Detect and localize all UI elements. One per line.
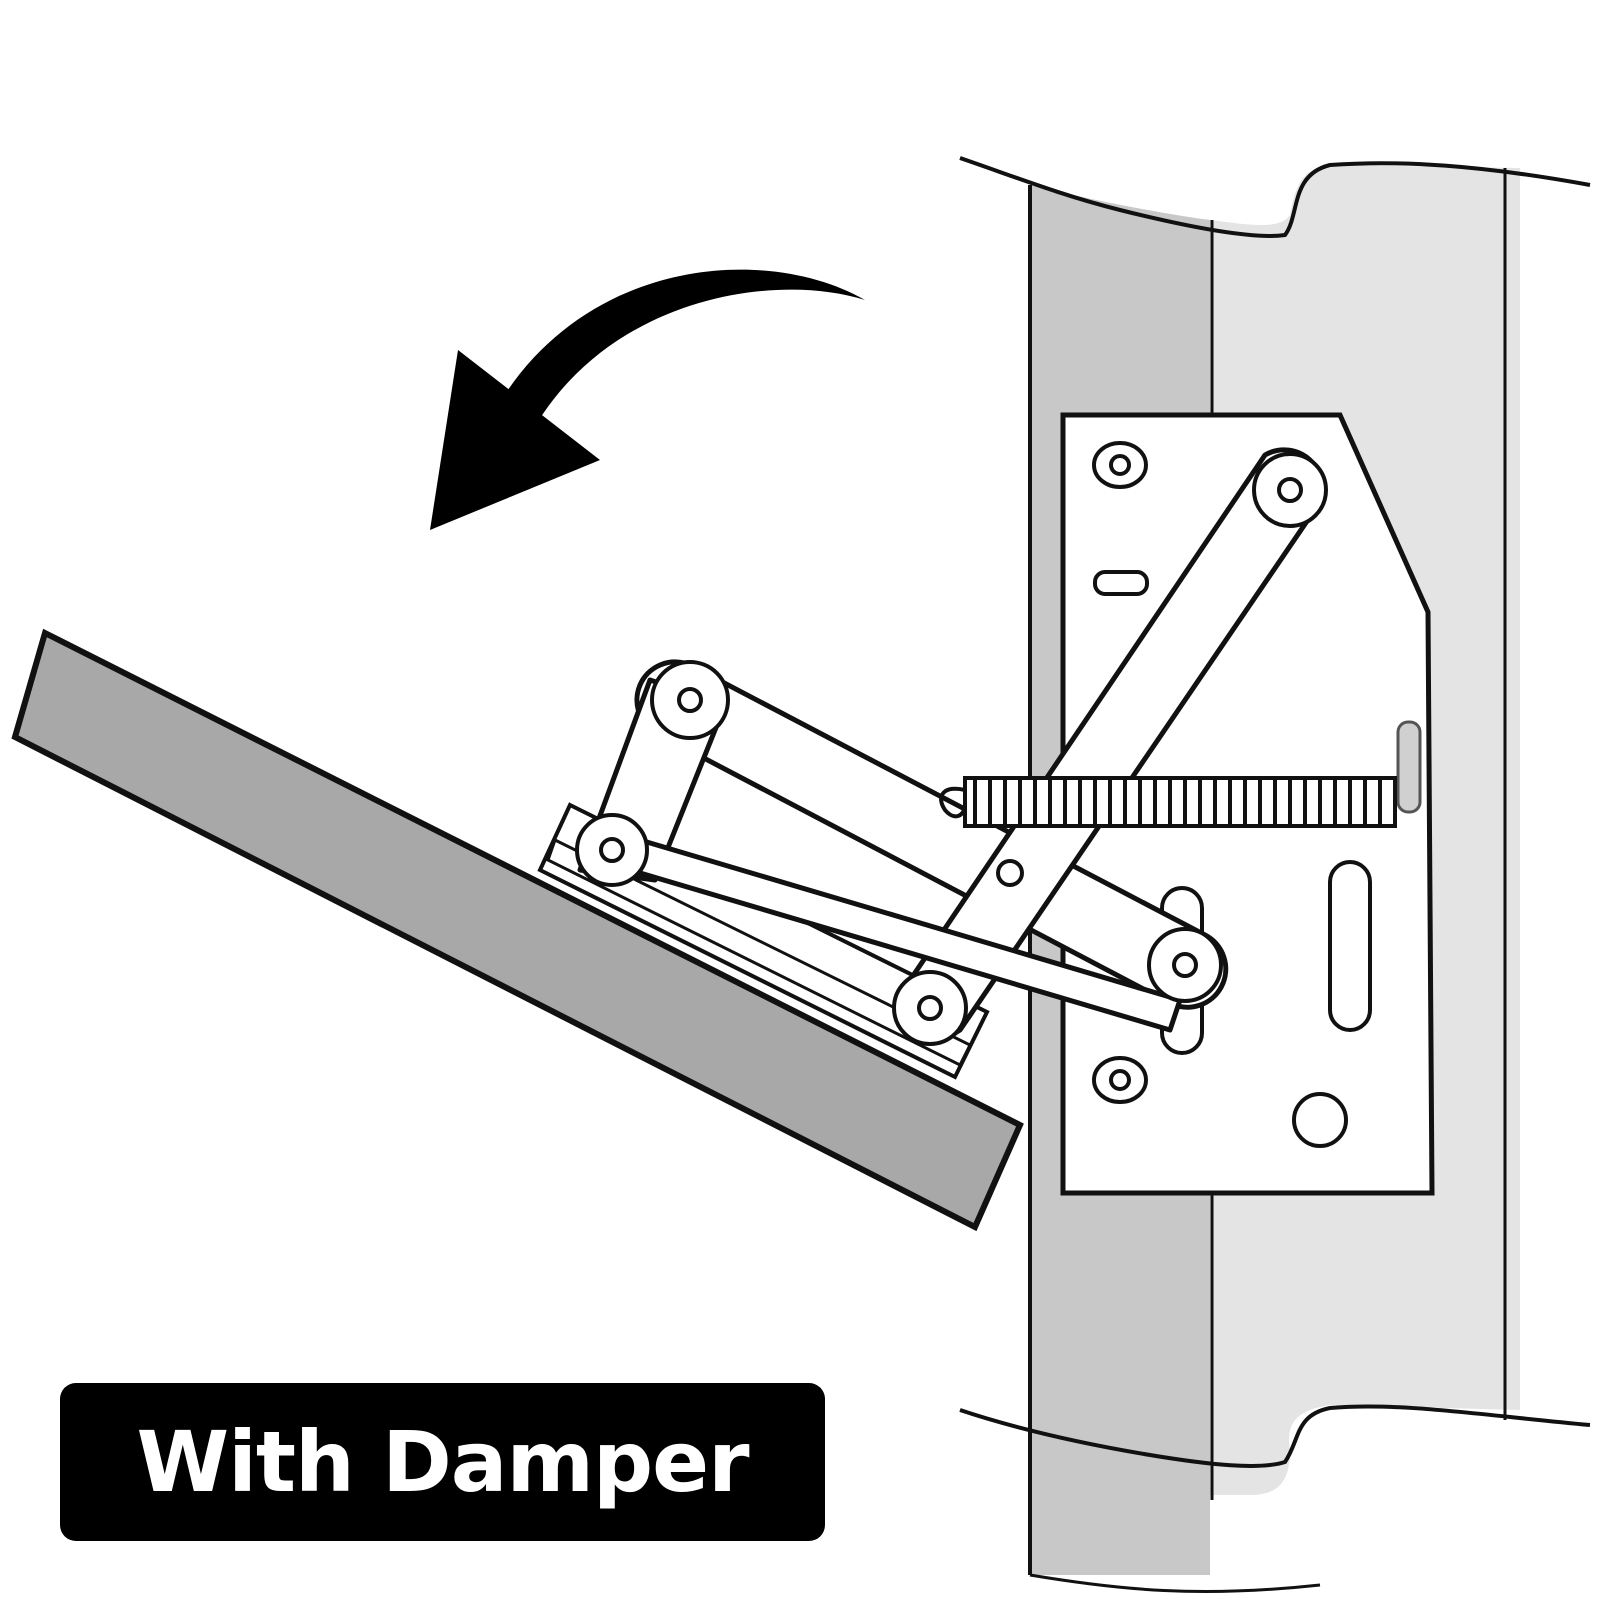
spring-coil-icon [939,776,1397,828]
slot-hole-right [1328,860,1372,1032]
round-hole [1292,1092,1348,1148]
spring-anchor [1396,720,1422,814]
screw-hole-top [1092,441,1148,489]
screw-hole-bottom [1092,1056,1148,1104]
door-panel [11,628,1024,1232]
pivot-center [996,859,1024,887]
with-damper-badge: With Damper [60,1383,825,1541]
curved-arrow-icon [430,269,865,530]
badge-label: With Damper [136,1413,749,1511]
slot-hole-upper [1093,570,1149,596]
pivots [575,452,1328,1046]
